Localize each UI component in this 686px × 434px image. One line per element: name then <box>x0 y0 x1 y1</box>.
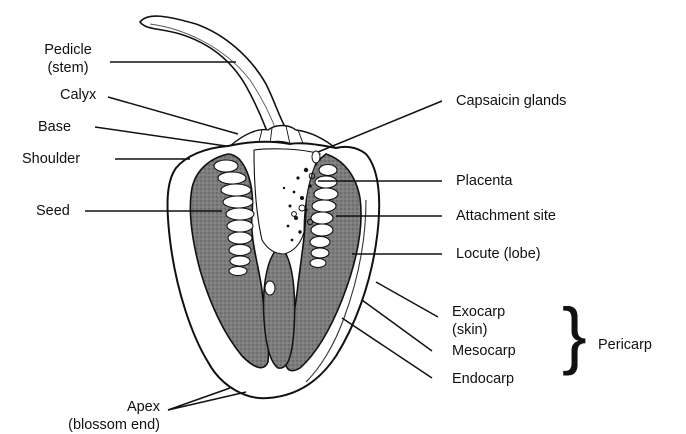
leader-capsaicin <box>318 101 442 152</box>
label-pericarp: Pericarp <box>598 336 652 354</box>
pericarp-brace: } <box>562 298 587 372</box>
locule-center <box>264 248 295 368</box>
label-base: Base <box>38 118 71 136</box>
label-pedicle-line2: (stem) <box>30 59 106 77</box>
seed-center <box>265 281 275 295</box>
label-endocarp: Endocarp <box>452 370 514 388</box>
leader-base <box>95 127 226 146</box>
label-exocarp-line2: (skin) <box>452 321 505 339</box>
label-exocarp: Exocarp (skin) <box>452 303 505 339</box>
label-apex-line2: (blossom end) <box>0 416 160 434</box>
label-locule: Locute (lobe) <box>456 245 541 263</box>
leader-exocarp <box>376 282 438 317</box>
leader-calyx <box>108 97 238 134</box>
label-attachment-site: Attachment site <box>456 207 556 225</box>
label-apex-line1: Apex <box>0 398 160 416</box>
label-capsaicin-glands: Capsaicin glands <box>456 92 566 110</box>
label-exocarp-line1: Exocarp <box>452 303 505 321</box>
label-apex: Apex (blossom end) <box>0 398 160 434</box>
leader-apex-left <box>168 388 230 410</box>
label-mesocarp: Mesocarp <box>452 342 516 360</box>
leader-endocarp <box>342 318 432 378</box>
label-calyx: Calyx <box>60 86 96 104</box>
label-placenta: Placenta <box>456 172 512 190</box>
label-shoulder: Shoulder <box>22 150 80 168</box>
leader-apex-right <box>168 392 246 410</box>
pedicle-stem <box>140 16 288 134</box>
label-pedicle-line1: Pedicle <box>30 41 106 59</box>
label-seed: Seed <box>36 202 70 220</box>
label-pedicle: Pedicle (stem) <box>30 41 106 77</box>
capsaicin-gland <box>312 151 320 163</box>
